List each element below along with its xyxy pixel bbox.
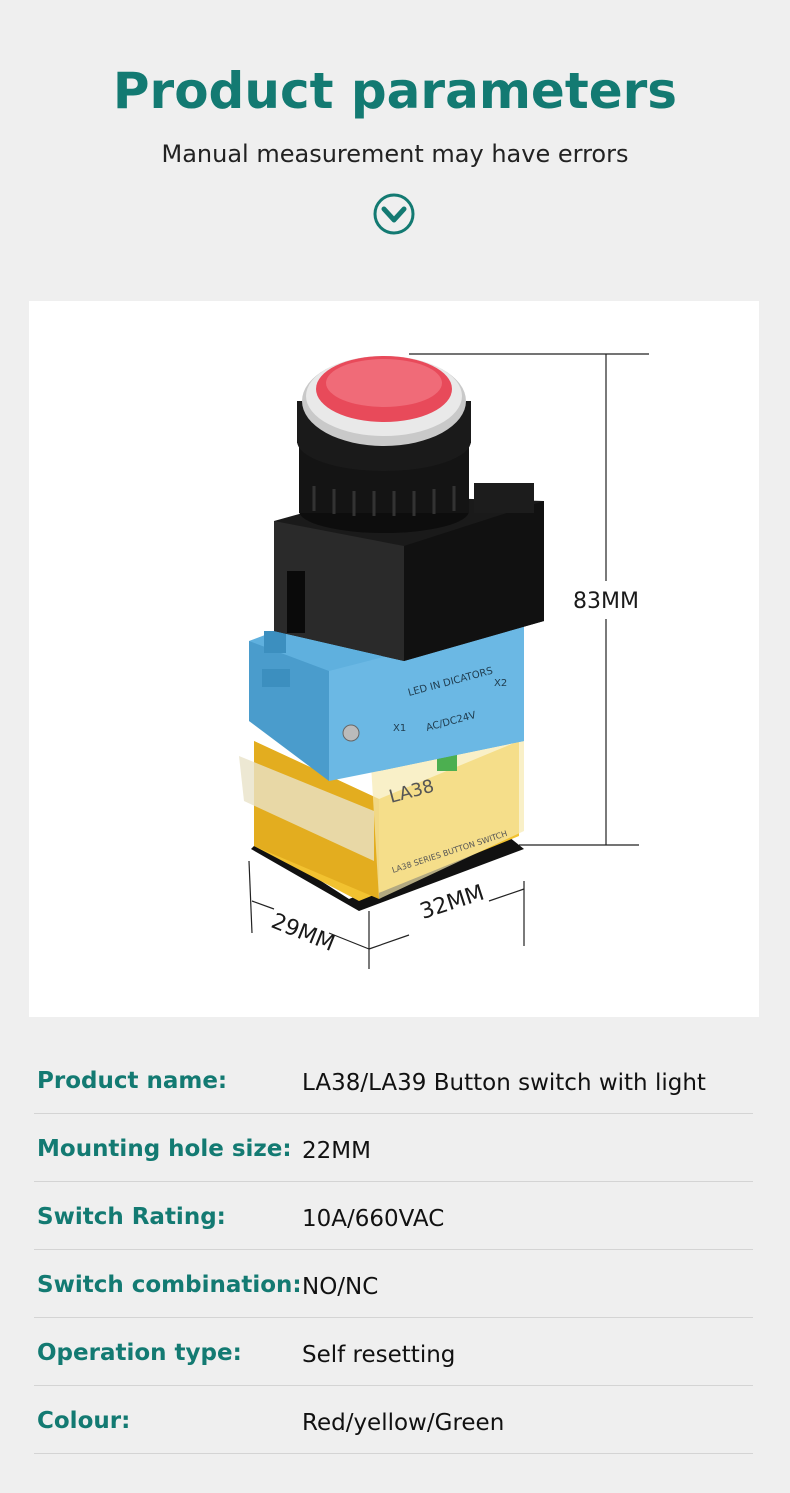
spec-label: Colour: <box>37 1408 131 1434</box>
spec-value: 10A/660VAC <box>302 1206 445 1232</box>
spec-table: Product name: LA38/LA39 Button switch wi… <box>34 1046 753 1454</box>
product-photo-panel: LED IN DICATORS AC/DC24V X1 X2 LA38 LA38… <box>29 301 759 1017</box>
spec-row-switch-combination: Switch combination: NO/NC <box>34 1250 753 1318</box>
spec-value: NO/NC <box>302 1274 379 1300</box>
spec-value: LA38/LA39 Button switch with light <box>302 1070 706 1096</box>
spec-label: Operation type: <box>37 1340 242 1366</box>
body-x1-text: X1 <box>393 723 406 734</box>
spec-label: Mounting hole size: <box>37 1136 292 1162</box>
spec-value: Red/yellow/Green <box>302 1410 505 1436</box>
dimension-height-label: 83MM <box>573 589 639 614</box>
spec-value: 22MM <box>302 1138 371 1164</box>
page-title: Product parameters <box>112 62 678 120</box>
spec-row-colour: Colour: Red/yellow/Green <box>34 1386 753 1454</box>
body-x2-text: X2 <box>494 678 507 689</box>
page-subtitle: Manual measurement may have errors <box>161 140 629 168</box>
spec-row-switch-rating: Switch Rating: 10A/660VAC <box>34 1182 753 1250</box>
spec-row-mounting-hole: Mounting hole size: 22MM <box>34 1114 753 1182</box>
spec-label: Product name: <box>37 1068 228 1094</box>
spec-label: Switch combination: <box>37 1272 302 1298</box>
spec-row-product-name: Product name: LA38/LA39 Button switch wi… <box>34 1046 753 1114</box>
spec-value: Self resetting <box>302 1342 456 1368</box>
spec-label: Switch Rating: <box>37 1204 226 1230</box>
push-button-switch-image: LED IN DICATORS AC/DC24V X1 X2 LA38 LA38… <box>239 353 649 969</box>
chevron-down-circle-icon[interactable] <box>373 193 415 235</box>
spec-row-operation-type: Operation type: Self resetting <box>34 1318 753 1386</box>
